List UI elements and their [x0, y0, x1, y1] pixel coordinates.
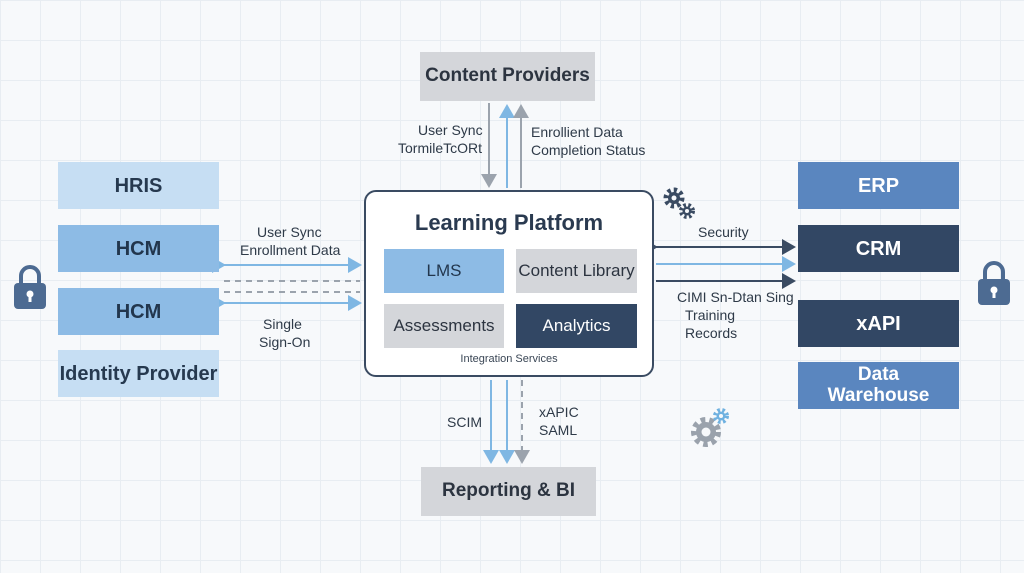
assessments-module[interactable]: Assessments — [384, 304, 504, 348]
lms-module[interactable]: LMS — [384, 249, 504, 293]
content-library-module[interactable]: Content Library — [516, 249, 637, 293]
label-left-4: Sign-On — [259, 334, 311, 350]
reporting-bi-node[interactable]: Reporting & BI — [421, 467, 596, 516]
lock-icon — [978, 261, 1010, 305]
label-right-security: Security — [698, 224, 749, 240]
data-warehouse-node[interactable]: Data Warehouse — [798, 362, 959, 409]
hcm-node-1[interactable]: HCM — [58, 225, 219, 272]
lock-icon — [14, 265, 46, 309]
hris-node[interactable]: HRIS — [58, 162, 219, 209]
hcm-node-2[interactable]: HCM — [58, 288, 219, 335]
erp-node[interactable]: ERP — [798, 162, 959, 209]
label-left-3: Single — [263, 316, 302, 332]
label-right-2: Training — [685, 307, 736, 323]
integration-services-label: Integration Services — [460, 353, 558, 365]
crm-node[interactable]: CRM — [798, 225, 959, 272]
label-left-2: Enrollment Data — [240, 242, 341, 258]
analytics-module[interactable]: Analytics — [516, 304, 637, 348]
label-top-right-2: Completion Status — [531, 142, 646, 158]
label-right-1: CIMI Sn-Dtan Sing — [677, 289, 794, 305]
label-top-right-1: Enrollient Data — [531, 124, 623, 140]
label-top-left-2: TormileTcORt — [398, 140, 483, 156]
label-bottom-left: SCIM — [447, 414, 482, 430]
label-bottom-right-1: xAPIC — [539, 404, 579, 420]
platform-title: Learning Platform — [414, 210, 604, 235]
label-right-3: Records — [685, 325, 738, 341]
label-bottom-right-2: SAML — [539, 422, 578, 438]
content-providers-node[interactable]: Content Providers — [420, 52, 595, 101]
label-top-left-1: User Sync — [418, 122, 483, 138]
gear-icon — [691, 408, 729, 447]
xapi-node[interactable]: xAPI — [798, 300, 959, 347]
identity-provider-node[interactable]: Identity Provider — [58, 350, 219, 397]
label-left-1: User Sync — [257, 224, 322, 240]
gear-icon — [663, 187, 695, 219]
learning-platform[interactable]: Learning Platform LMS Content Library As… — [364, 190, 654, 377]
